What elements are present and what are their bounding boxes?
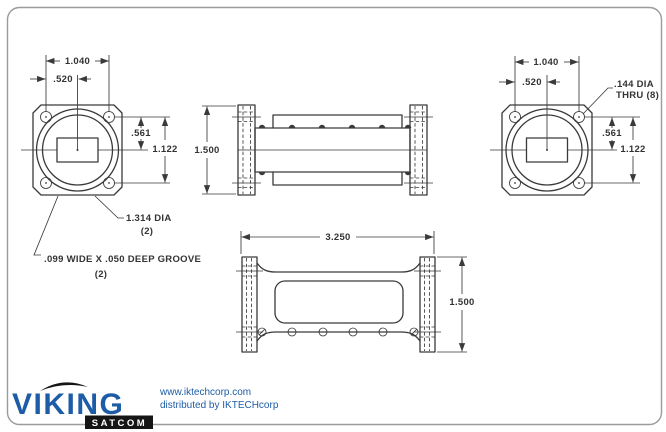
website-link[interactable]: www.iktechcorp.com bbox=[159, 387, 251, 398]
dim-bolt-spacing: 1.040 bbox=[533, 57, 558, 68]
distributor-text: distributed by IKTECHcorp bbox=[160, 400, 279, 411]
dim-hole-rows: 1.122 bbox=[152, 144, 177, 155]
flange-outline bbox=[501, 104, 593, 196]
top-face-view: 3.250 1.500 bbox=[236, 231, 474, 353]
front-flange-view-right: 1.040 .520 .144 DIA THRU (8) .561 1.122 bbox=[490, 56, 659, 196]
leader-thru-line2: THRU (8) bbox=[616, 90, 659, 101]
cover-plate-outline bbox=[274, 280, 404, 324]
viking-satcom-logo: VIKING SATCOM www.iktechcorp.com distrib… bbox=[12, 382, 279, 429]
hidden-hole-lines bbox=[232, 106, 433, 194]
front-flange-view-left: 1.040 .520 .561 1.122 1.314 DIA (2) .099… bbox=[21, 55, 201, 280]
extension-lines bbox=[45, 55, 170, 184]
leader-line-thru bbox=[582, 87, 613, 115]
leader-dia-label: 1.314 DIA bbox=[126, 213, 171, 224]
screw-heads bbox=[257, 327, 419, 337]
right-flange-plate bbox=[419, 256, 436, 353]
top-cover-plate bbox=[272, 114, 403, 129]
dim-center-offset: .561 bbox=[131, 128, 151, 139]
left-flange-plate bbox=[241, 256, 258, 353]
extension-lines bbox=[514, 56, 640, 184]
flange-outline bbox=[32, 104, 123, 196]
logo-arc-icon bbox=[40, 382, 88, 391]
body-top-edge bbox=[256, 262, 421, 273]
dim-half-spacing: .520 bbox=[53, 74, 73, 85]
dim-hole-rows: 1.122 bbox=[620, 144, 645, 155]
extension-lines bbox=[202, 105, 236, 195]
body-bottom-edge bbox=[256, 331, 421, 342]
extension-lines bbox=[240, 231, 435, 254]
leader-line-groove bbox=[33, 195, 59, 256]
leader-dia-qty: (2) bbox=[141, 226, 154, 237]
image-frame-border bbox=[6, 6, 663, 426]
centerlines bbox=[21, 75, 148, 151]
screw-heads bbox=[258, 124, 412, 176]
satcom-bar bbox=[85, 415, 153, 429]
dim-center-offset: .561 bbox=[602, 128, 622, 139]
centerlines bbox=[490, 75, 617, 151]
leader-thru-line1: .144 DIA bbox=[614, 79, 654, 90]
dim-height: 1.500 bbox=[449, 297, 474, 308]
dim-length: 3.250 bbox=[325, 232, 350, 243]
leader-line-dia bbox=[94, 195, 124, 219]
extension-lines bbox=[437, 256, 467, 353]
dim-bolt-spacing: 1.040 bbox=[65, 56, 90, 67]
side-view: 1.500 bbox=[194, 104, 433, 196]
dim-half-spacing: .520 bbox=[522, 77, 542, 88]
dim-height: 1.500 bbox=[194, 145, 219, 156]
leader-groove-label: .099 WIDE X .050 DEEP GROOVE bbox=[44, 254, 201, 265]
bottom-cover-plate bbox=[272, 171, 403, 186]
hidden-hole-lines bbox=[236, 258, 441, 351]
satcom-wordmark: SATCOM bbox=[92, 418, 147, 429]
leader-groove-qty: (2) bbox=[95, 269, 108, 280]
